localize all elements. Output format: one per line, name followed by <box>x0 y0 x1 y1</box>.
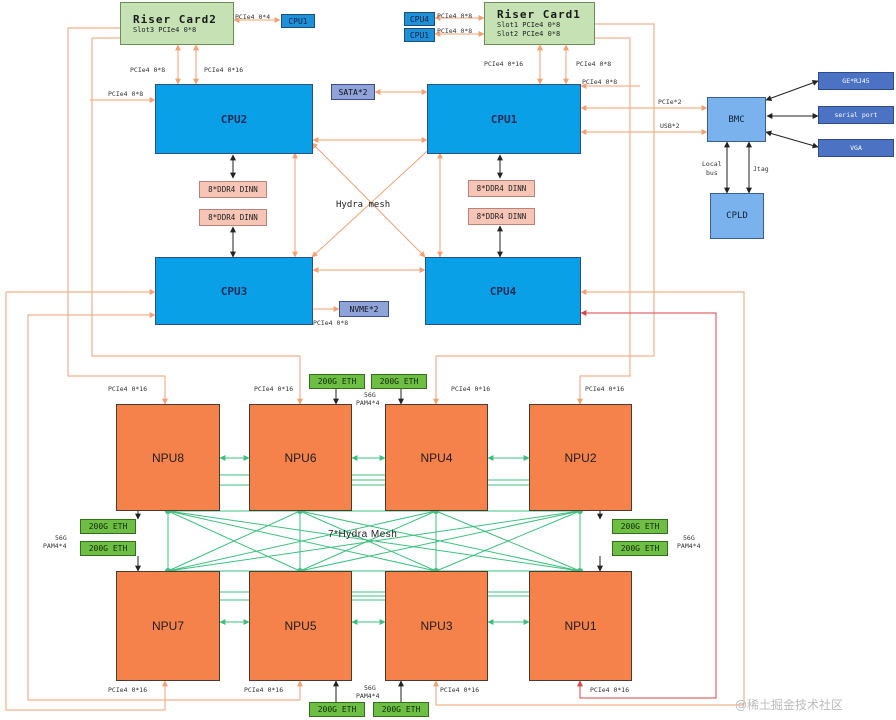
label-local-bus-1: Local <box>702 160 722 168</box>
eth-top-2: 200G ETH <box>371 374 427 389</box>
label-npu2-pcie: PCIe4 0*16 <box>585 385 625 393</box>
eth-left-1: 200G ETH <box>80 519 136 534</box>
eth-bottom-2: 200G ETH <box>373 702 429 717</box>
label-bmc-pcie: PCIe*2 <box>658 98 682 106</box>
bmc-port-serial: serial port <box>818 106 894 124</box>
red-link <box>577 310 717 699</box>
ddr-cpu1-b: 8*DDR4 DINN <box>468 208 535 225</box>
label-npu6-pcie: PCIe4 0*16 <box>254 385 294 393</box>
label-riser2-cpu1-link: PCIe4 0*4 <box>235 13 271 21</box>
npu-mesh-label: 7*Hydra Mesh <box>328 529 398 540</box>
npu6: NPU6 <box>249 404 352 511</box>
label-pam-bottom-1: 56G <box>364 684 376 692</box>
npu5: NPU5 <box>249 571 352 681</box>
riser-card-1-cpu-top: CPU4 <box>404 12 435 26</box>
label-pam-left-1: 56G <box>55 534 67 542</box>
riser-card-1: Riser Card1 Slot1 PCIe4 0*8 Slot2 PCIe4 … <box>484 2 595 45</box>
label-pam-top-2: PAM4*4 <box>356 399 380 407</box>
riser-card-2: Riser Card2 Slot3 PCIe4 0*8 <box>120 2 234 45</box>
npu8: NPU8 <box>116 404 220 511</box>
bmc-port-vga: VGA <box>818 139 894 157</box>
eth-right-1: 200G ETH <box>612 519 668 534</box>
label-cpu2-left-x8: PCIe4 0*8 <box>108 90 144 98</box>
label-local-bus-2: bus <box>706 169 718 177</box>
label-nvme-link: PCIe4 0*8 <box>313 319 349 327</box>
riser-card-2-slot: Slot3 PCIe4 0*8 <box>133 25 197 34</box>
label-cpu2-riser-x8: PCIe4 0*8 <box>130 66 166 74</box>
cpu3: CPU3 <box>155 257 313 325</box>
npu4: NPU4 <box>385 404 488 511</box>
label-cpu1-riser-x8: PCIe4 0*8 <box>576 60 612 68</box>
label-npu5-pcie: PCIe4 0*16 <box>244 686 284 694</box>
bmc: BMC <box>707 97 766 142</box>
label-pam-top-1: 56G <box>364 391 376 399</box>
riser-card-1-cpu-bottom: CPU1 <box>404 28 435 42</box>
ddr-cpu2-a: 8*DDR4 DINN <box>199 181 267 198</box>
label-npu7-pcie: PCIe4 0*16 <box>108 686 148 694</box>
label-pam-left-2: PAM4*4 <box>43 542 67 550</box>
sata-port: SATA*2 <box>331 84 375 100</box>
npu3: NPU3 <box>385 571 488 681</box>
riser-card-1-title: Riser Card1 <box>497 8 581 21</box>
npu2: NPU2 <box>529 404 632 511</box>
cpu2: CPU2 <box>155 84 313 154</box>
eth-left-2: 200G ETH <box>80 541 136 556</box>
riser-card-1-slot2: Slot2 PCIe4 0*8 <box>497 30 561 38</box>
label-riser1-cpu1-link: PCIe4 0*8 <box>437 27 473 35</box>
label-pam-right-2: PAM4*4 <box>677 542 701 550</box>
pcie-links <box>5 15 745 711</box>
label-npu8-pcie: PCIe4 0*16 <box>108 385 148 393</box>
riser-card-1-slot1: Slot1 PCIe4 0*8 <box>497 21 561 29</box>
label-npu3-pcie: PCIe4 0*16 <box>440 686 480 694</box>
watermark: @稀土掘金技术社区 <box>735 698 844 712</box>
eth-top-1: 200G ETH <box>309 374 365 389</box>
hydra-mesh-label: Hydra mesh <box>336 200 391 210</box>
label-npu1-pcie: PCIe4 0*16 <box>590 686 630 694</box>
label-cpu2-riser-x16: PCIe4 0*16 <box>204 66 244 74</box>
dark-links <box>135 80 819 702</box>
label-riser1-cpu4-link: PCIe4 0*8 <box>437 12 473 20</box>
eth-bottom-1: 200G ETH <box>309 702 365 717</box>
ddr-cpu2-b: 8*DDR4 DINN <box>199 209 267 226</box>
label-pam-bottom-2: PAM4*4 <box>356 692 380 700</box>
cpu1: CPU1 <box>427 84 581 154</box>
riser-card-2-cpu: CPU1 <box>281 14 315 28</box>
label-bmc-usb: USB*2 <box>660 122 680 130</box>
npu-mesh-links <box>167 455 581 625</box>
npu1: NPU1 <box>529 571 632 681</box>
label-jtag: Jtag <box>753 165 769 173</box>
riser-card-2-title: Riser Card2 <box>133 12 217 26</box>
npu7: NPU7 <box>116 571 220 681</box>
label-pam-right-1: 56G <box>683 534 695 542</box>
bmc-port-rj45: GE*RJ45 <box>818 72 894 90</box>
cpu4: CPU4 <box>425 257 581 325</box>
label-cpu1-riser-x16: PCIe4 0*16 <box>484 60 524 68</box>
cpld: CPLD <box>710 193 764 239</box>
nvme-port: NVME*2 <box>339 301 389 317</box>
ddr-cpu1-a: 8*DDR4 DINN <box>468 180 535 197</box>
eth-right-2: 200G ETH <box>612 541 668 556</box>
label-cpu1-x8-right: PCIe4 0*8 <box>582 78 618 86</box>
label-npu4-pcie: PCIe4 0*16 <box>451 385 491 393</box>
